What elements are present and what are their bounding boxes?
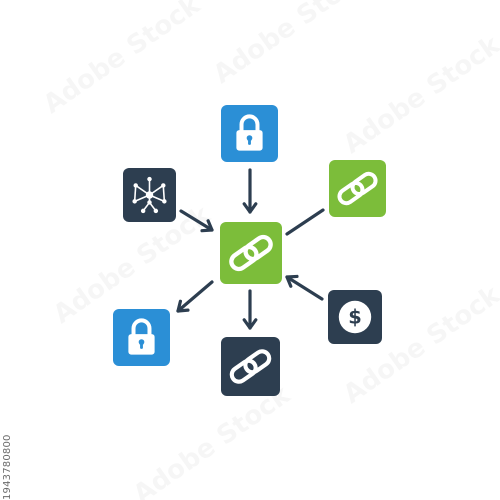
tile-background	[220, 222, 282, 284]
padlock-icon	[128, 318, 155, 355]
tile-background	[329, 160, 386, 217]
connector-line	[285, 275, 324, 301]
connector-line	[179, 209, 214, 232]
arrowhead	[285, 274, 299, 288]
icon-tiles: $	[113, 105, 386, 396]
arrow-hub-to-left-lock	[176, 280, 214, 313]
hub-link-tile	[220, 222, 282, 284]
arrowhead	[242, 202, 258, 214]
arrow-top-lock-to-hub	[242, 168, 258, 214]
arrowhead	[176, 299, 190, 313]
stock-id-label: 1943780800	[2, 434, 13, 500]
arrowhead	[200, 219, 214, 233]
padlock-icon	[236, 114, 263, 151]
network-nodes-icon	[132, 176, 167, 214]
network-tile	[123, 168, 176, 222]
link-tile-right	[329, 160, 386, 217]
tile-background	[221, 337, 280, 396]
connector-line	[176, 280, 214, 313]
lock-tile-left	[113, 309, 170, 366]
chain-link-icon	[229, 349, 272, 384]
dollar-coin-icon: $	[338, 300, 372, 334]
arrowhead	[242, 318, 258, 330]
chain-link-icon	[229, 234, 273, 272]
arrow-hub-to-right-link	[285, 208, 325, 236]
chain-link-icon	[337, 171, 378, 206]
arrow-hub-to-bottom-link	[242, 289, 258, 330]
svg-text:$: $	[348, 305, 362, 328]
connector-line	[285, 208, 325, 236]
dollar-tile: $	[328, 290, 382, 344]
lock-tile-top	[221, 105, 278, 162]
arrow-network-to-hub	[179, 209, 214, 233]
arrow-dollar-to-hub	[285, 274, 324, 301]
connector-arrows	[176, 168, 325, 330]
link-tile-bottom	[221, 337, 280, 396]
